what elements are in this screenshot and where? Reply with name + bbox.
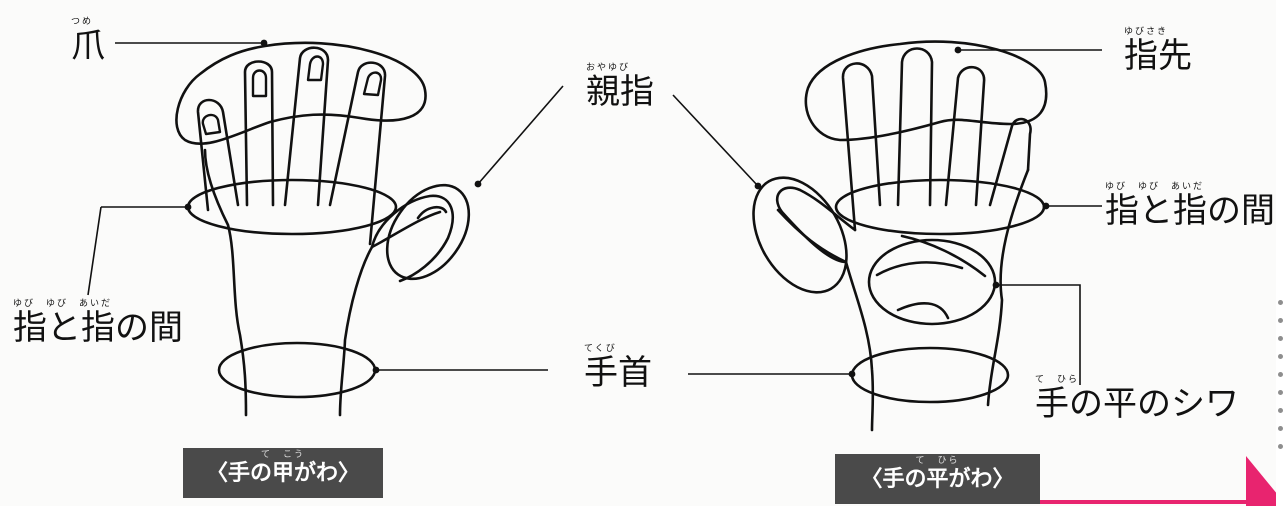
palm-hand-drawing (752, 40, 1048, 432)
label-wrist: てくび 手首 (584, 344, 652, 393)
back-nail-ring (251, 69, 268, 98)
label-fingertip: ゆびさき 指先 (1124, 27, 1192, 76)
edge-dot (1278, 408, 1283, 413)
label-fingertip-text: 指先 (1124, 36, 1192, 76)
page-edge-strip (1276, 0, 1287, 506)
label-wrist-ruby: てくび (584, 344, 617, 354)
leader-dots (184, 39, 1050, 378)
label-nail: つめ 爪 (71, 17, 105, 66)
back-finger-pinky (196, 98, 240, 212)
label-thumb: おやゆび 親指 (586, 63, 654, 112)
edge-dot (1278, 300, 1283, 305)
label-thumb-ruby: おやゆび (586, 63, 631, 73)
edge-dot (1278, 354, 1283, 359)
palm-region-tips (804, 40, 1048, 142)
label-palm-creases-ruby: て ひら (1035, 375, 1080, 385)
back-region-thumb (385, 183, 471, 281)
back-finger-ring (243, 60, 275, 207)
caption-palm-ruby: て ひら (915, 456, 960, 466)
back-hand-drawing (175, 41, 471, 417)
edge-dot (1278, 336, 1283, 341)
palm-finger-middle (896, 47, 934, 207)
label-fingertip-ruby: ゆびさき (1124, 27, 1169, 37)
palm-region-thumb (752, 176, 848, 294)
label-between-fingers-back-ruby: ゆび ゆび あいだ (13, 299, 113, 309)
palm-thumb (775, 186, 857, 264)
leader-lines (87, 42, 1102, 385)
palm-crease-3 (896, 302, 950, 320)
palm-crease-1 (900, 234, 987, 278)
palm-region-creases (867, 238, 997, 326)
label-between-fingers-back-text: 指と指の間 (13, 308, 183, 348)
palm-region-between (834, 178, 1046, 236)
label-nail-ruby: つめ (71, 17, 94, 27)
label-between-fingers-palm: ゆび ゆび あいだ 指と指の間 (1105, 182, 1275, 231)
edge-dot (1278, 390, 1283, 395)
palm-finger-pinky (988, 117, 1032, 207)
label-wrist-text: 手首 (584, 353, 652, 393)
label-thumb-text: 親指 (586, 72, 654, 112)
caption-back-of-hand: て こう 〈手の甲がわ〉 (183, 448, 383, 498)
back-nail-middle (306, 55, 325, 82)
label-between-fingers-palm-text: 指と指の間 (1105, 191, 1275, 231)
label-nail-text: 爪 (71, 26, 105, 66)
palm-region-wrist (850, 346, 1010, 404)
edge-dot (1278, 372, 1283, 377)
caption-back-ruby: て こう (260, 450, 305, 460)
palm-finger-index (841, 62, 882, 232)
edge-dot (1278, 426, 1283, 431)
palm-crease-2 (875, 261, 964, 277)
palm-finger-ring (944, 65, 986, 207)
back-finger-middle (283, 46, 330, 207)
back-nail-index (362, 71, 383, 97)
label-between-fingers-palm-ruby: ゆび ゆび あいだ (1105, 182, 1205, 192)
caption-palm-text: 〈手の平がわ〉 (860, 467, 1015, 492)
label-palm-creases-text: 手の平のシワ (1035, 384, 1239, 424)
caption-back-text: 〈手の甲がわ〉 (205, 461, 360, 486)
back-region-wrist (217, 341, 377, 399)
label-palm-creases: て ひら 手の平のシワ (1035, 375, 1239, 424)
label-between-fingers-back: ゆび ゆび あいだ 指と指の間 (13, 299, 183, 348)
back-finger-index (328, 61, 387, 246)
caption-palm-side: て ひら 〈手の平がわ〉 (835, 454, 1040, 504)
back-region-nails (175, 41, 427, 145)
edge-dot (1278, 318, 1283, 323)
edge-dot (1278, 444, 1283, 449)
back-nail-pinky (201, 113, 222, 136)
